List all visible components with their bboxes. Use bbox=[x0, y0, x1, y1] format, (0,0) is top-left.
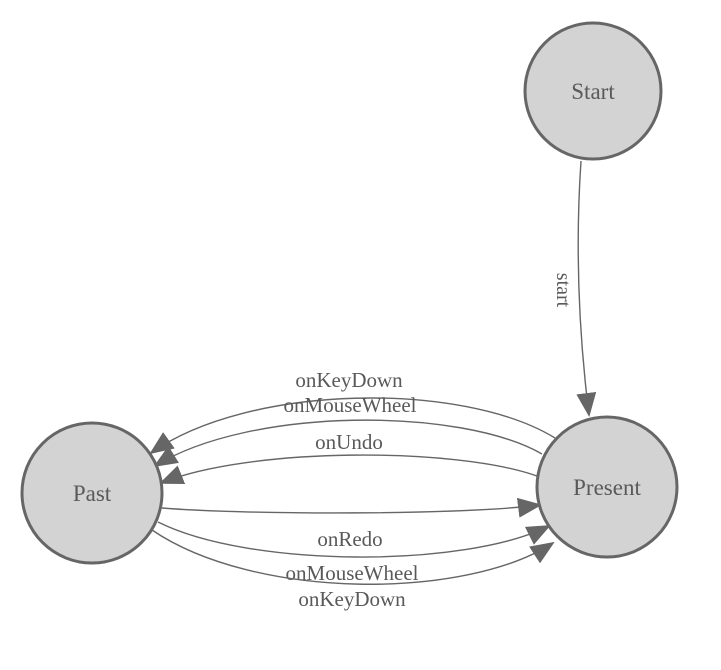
edge-past-to-present-onredo: onRedo bbox=[161, 497, 542, 551]
node-present[interactable]: Present bbox=[535, 415, 679, 559]
edge-present-to-past-onundo: onUndo bbox=[159, 430, 538, 485]
edge-start-to-present: start bbox=[552, 160, 597, 417]
node-past[interactable]: Past bbox=[20, 421, 164, 565]
edge-present-to-past-onmousewheel: onMouseWheel bbox=[153, 393, 543, 468]
edge-path bbox=[149, 397, 556, 455]
edge-path bbox=[161, 497, 542, 518]
edge-path bbox=[159, 454, 538, 485]
edge-label: onKeyDown bbox=[295, 368, 403, 392]
edge-path bbox=[153, 419, 543, 468]
state-circle-start[interactable] bbox=[523, 21, 663, 161]
node-label-past: Past bbox=[73, 481, 112, 506]
node-label-present: Present bbox=[573, 475, 641, 500]
edge-label: start bbox=[552, 273, 574, 308]
edge-path bbox=[157, 521, 551, 558]
edge-label: onMouseWheel bbox=[286, 561, 419, 585]
edge-past-to-present-onkeydown: onKeyDown bbox=[151, 529, 555, 611]
edge-label: onUndo bbox=[315, 430, 383, 454]
node-start[interactable]: Start bbox=[523, 21, 663, 161]
edge-path bbox=[151, 529, 555, 585]
state-circle-past[interactable] bbox=[20, 421, 164, 565]
edge-path bbox=[576, 160, 597, 417]
edge-present-to-past-onkeydown: onKeyDown bbox=[149, 368, 556, 455]
node-label-start: Start bbox=[571, 79, 615, 104]
edge-label: onRedo bbox=[317, 527, 382, 551]
edge-label: onMouseWheel bbox=[284, 393, 417, 417]
edge-label: onKeyDown bbox=[298, 587, 406, 611]
state-circle-present[interactable] bbox=[535, 415, 679, 559]
